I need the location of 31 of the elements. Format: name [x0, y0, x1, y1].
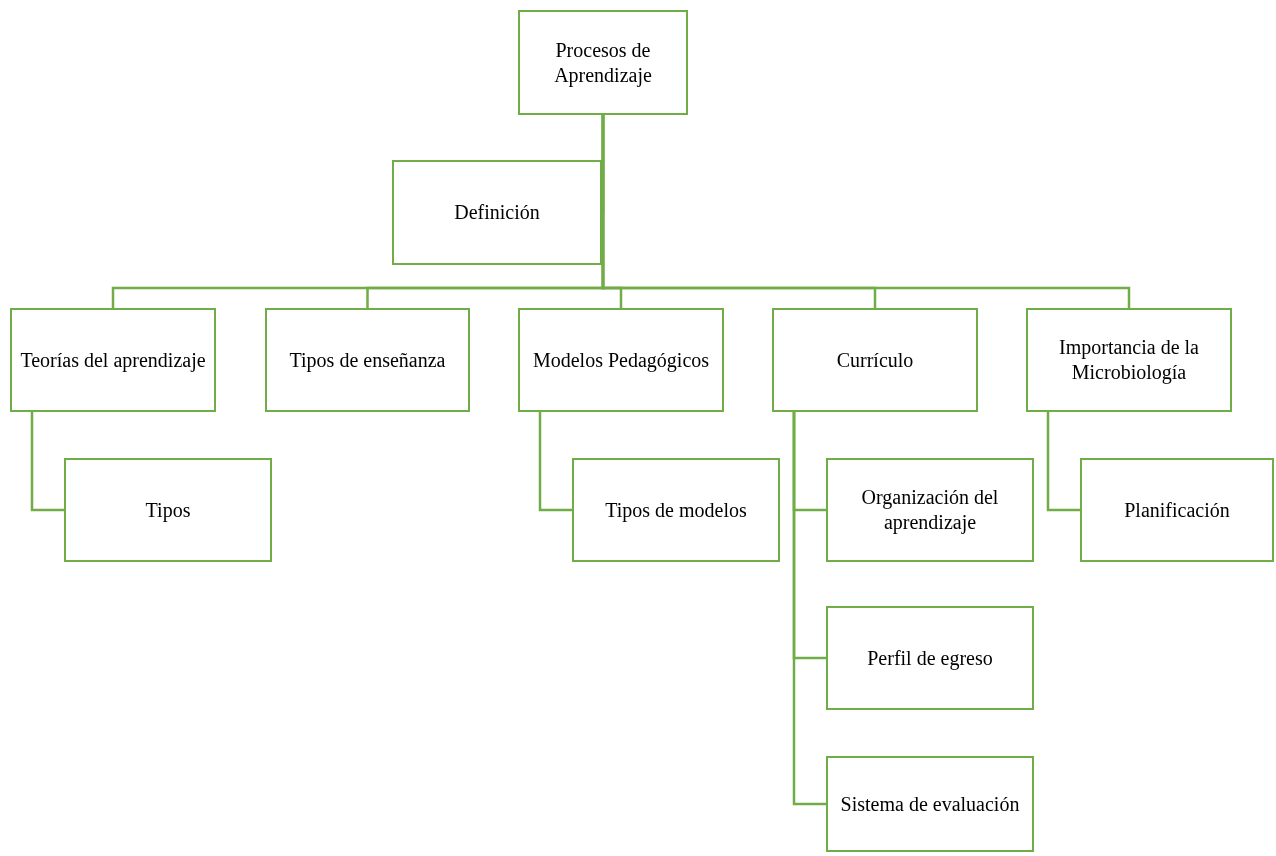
- concept-box: [572, 458, 780, 562]
- concept-box: [826, 458, 1034, 562]
- box-label: Modelos Pedagógicos: [532, 347, 710, 373]
- concept-box: [265, 308, 470, 412]
- box-label: Currículo: [836, 347, 914, 373]
- box-label: Sistema de evaluación: [840, 791, 1020, 817]
- concept-box: [1080, 458, 1274, 562]
- box-label: Procesos de Aprendizaje: [553, 37, 653, 88]
- concept-box: [826, 606, 1034, 710]
- box-label: Organización del aprendizaje: [860, 485, 1000, 535]
- concept-box: [772, 308, 978, 412]
- box-label: Definición: [454, 200, 540, 225]
- concept-box: [518, 10, 688, 115]
- box-label: Teorías del aprendizaje: [20, 347, 206, 373]
- box-label: Perfil de egreso: [867, 645, 993, 671]
- concept-box: [10, 308, 216, 412]
- box-label: Importancia de la Microbiología: [1058, 335, 1200, 385]
- connector-line: [792, 412, 826, 806]
- box-label: Tipos: [145, 497, 191, 523]
- box-label: Planificación: [1124, 497, 1230, 523]
- connector-line: [1046, 412, 1080, 512]
- concept-box: [1026, 308, 1232, 412]
- connector-line: [30, 412, 64, 512]
- connector-line: [601, 115, 1131, 308]
- connector-line: [538, 412, 572, 512]
- concept-box: [392, 160, 602, 265]
- box-label: Tipos de modelos: [605, 497, 747, 523]
- concept-box: [826, 756, 1034, 852]
- concept-box: [518, 308, 724, 412]
- box-label: Tipos de enseñanza: [289, 347, 446, 373]
- concept-box: [64, 458, 272, 562]
